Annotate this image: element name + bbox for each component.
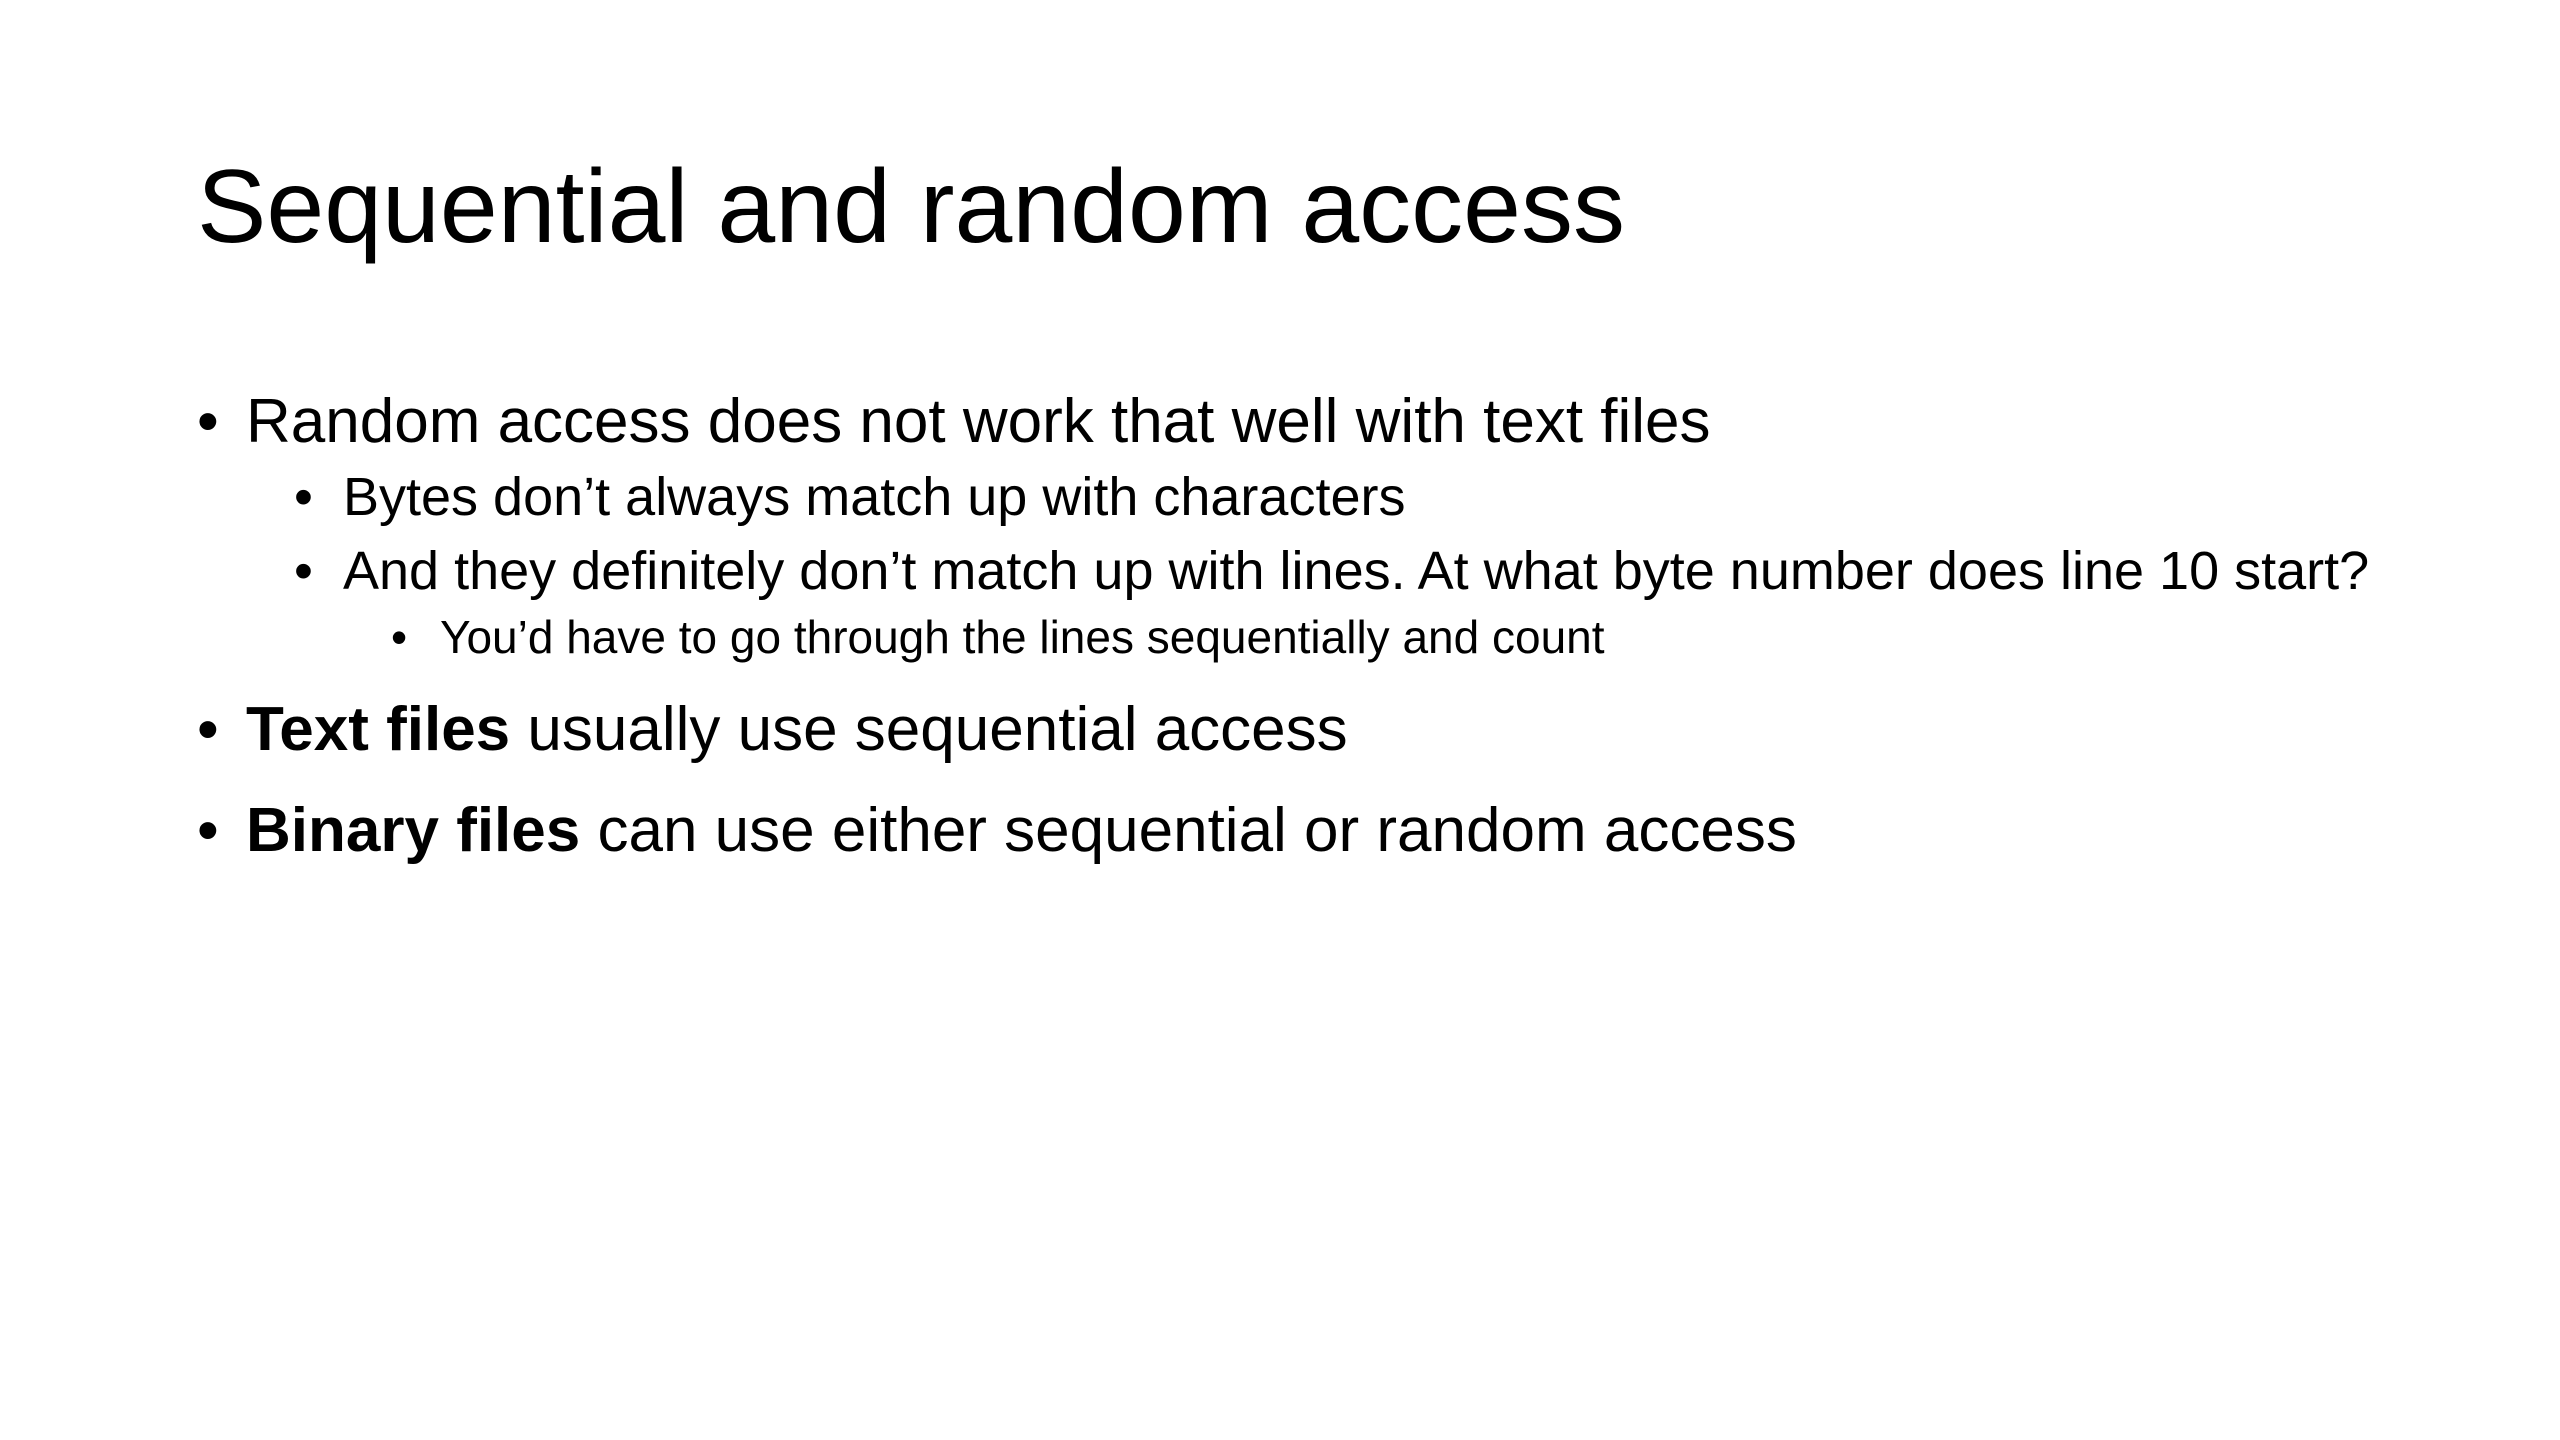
sub-sub-bullet-text: You’d have to go through the lines seque…: [440, 610, 1605, 663]
bullet-text: usually use sequential access: [510, 695, 1348, 765]
sub-bullet-text: Bytes don’t always match up with charact…: [343, 467, 1406, 528]
sub-sub-bullet-item: • You’d have to go through the lines seq…: [391, 608, 2417, 668]
bullet-icon: •: [294, 540, 313, 601]
sub-bullet-item: • And they definitely don’t match up wit…: [294, 537, 2417, 606]
slide-content: • Random access does not work that well …: [197, 385, 2417, 868]
bullet-icon: •: [197, 387, 219, 456]
bullet-icon: •: [294, 467, 313, 528]
bullet-text: can use either sequential or random acce…: [580, 795, 1797, 865]
sub-bullet-text: And they definitely don’t match up with …: [343, 540, 2370, 601]
slide-title: Sequential and random access: [197, 149, 1626, 265]
bullet-item: • Text files usually use sequential acce…: [197, 693, 2417, 767]
bullet-icon: •: [197, 795, 219, 865]
sub-bullet-item: • Bytes don’t always match up with chara…: [294, 463, 2417, 532]
bullet-bold-term: Text files: [246, 695, 511, 765]
bullet-bold-term: Binary files: [246, 795, 581, 865]
bullet-item: • Random access does not work that well …: [197, 385, 2417, 459]
bullet-item: • Binary files can use either sequential…: [197, 794, 2417, 868]
bullet-icon: •: [391, 610, 408, 663]
bullet-text: Random access does not work that well wi…: [246, 387, 1711, 456]
bullet-icon: •: [197, 695, 219, 765]
